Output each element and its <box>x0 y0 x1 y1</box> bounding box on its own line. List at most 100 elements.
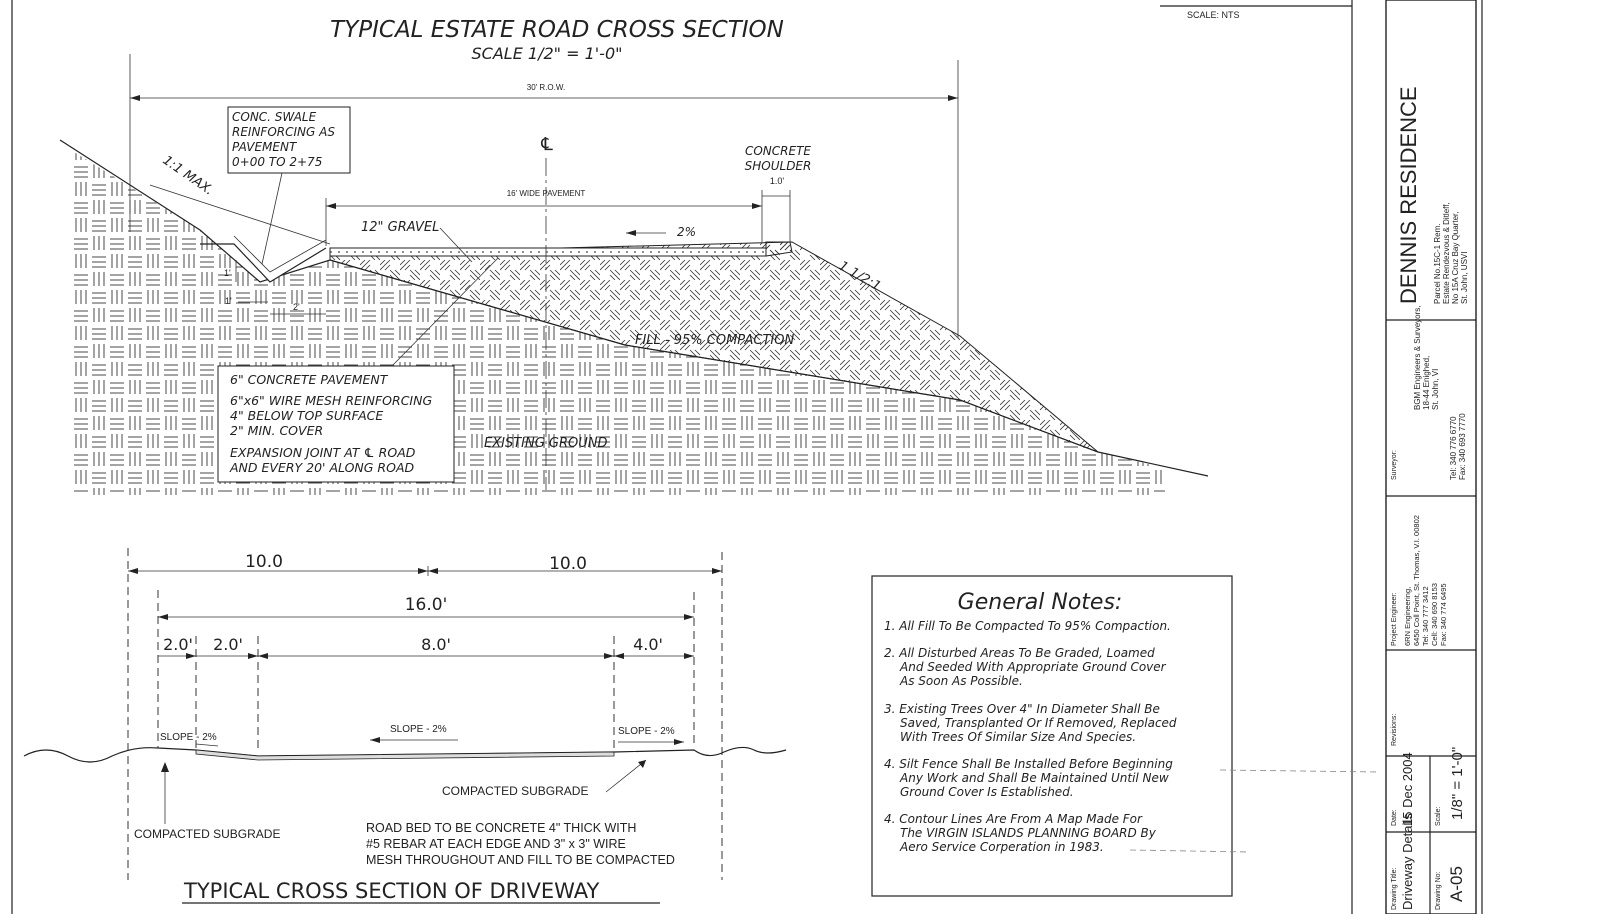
project-name: DENNIS RESIDENCE <box>1396 86 1421 304</box>
gravel-label: 12" GRAVEL <box>361 220 439 235</box>
scale-nts: SCALE: NTS <box>1187 10 1240 20</box>
general-notes-title: General Notes: <box>958 590 1123 615</box>
dw-slope-1: SLOPE - 2% <box>160 732 217 743</box>
swale-leader <box>261 172 283 265</box>
dw-arr-1 <box>128 568 138 574</box>
parcel-3: No 15A Cruz Bay Quarter, <box>1451 212 1460 305</box>
pav-note-5: EXPANSION JOINT AT ℄ ROAD <box>230 445 416 460</box>
pav-note-2: 6"x6" WIRE MESH REINFORCING <box>230 393 432 408</box>
gn-3c: With Trees Of Similar Size And Species. <box>900 730 1136 744</box>
dw-arr-16-r <box>684 614 694 620</box>
shoulder-width: 1.0' <box>770 176 785 186</box>
concrete-shoulder <box>765 241 793 257</box>
dw-slope-3-head <box>674 739 684 745</box>
row-label: 30' R.O.W. <box>527 83 565 92</box>
dw-part-3: 8.0' <box>421 635 451 654</box>
arrow-right <box>948 95 958 101</box>
dw-dim-16-label: 16.0' <box>405 595 448 615</box>
cross-slope: 2% <box>677 225 696 239</box>
shoulder-label-2: SHOULDER <box>745 159 812 173</box>
dw-arr-3 <box>428 568 438 574</box>
dw-arr-p6 <box>684 653 694 659</box>
gn-5c: Aero Service Corperation in 1983. <box>899 840 1104 854</box>
drawing-no-label: Drawing No: <box>1435 871 1442 910</box>
dw-dim-10-right: 10.0 <box>549 554 587 574</box>
dw-part-4: 4.0' <box>633 635 663 654</box>
shoulder-label-1: CONCRETE <box>745 144 811 158</box>
engineer-3: Tel: 340 777 3412 <box>1421 586 1430 646</box>
gn-5b: The VIRGIN ISLANDS PLANNING BOARD By <box>900 826 1157 840</box>
driveway-title: TYPICAL CROSS SECTION OF DRIVEWAY <box>183 879 599 903</box>
engineer-details: 6RN Engineering, 6450 Coll Point, St. Th… <box>1403 515 1448 646</box>
surveyor-group: Surveyor: <box>1391 450 1398 480</box>
parcel-4: St. John, USVI <box>1460 252 1469 304</box>
dw-dim-10-left: 10.0 <box>245 552 283 572</box>
contour-dash-2 <box>1129 849 1251 853</box>
parcel-group: Parcel No.15C-1 Rem. Estate Rendezvous &… <box>1433 202 1469 304</box>
drawing-no-group: Drawing No: A-05 <box>1435 866 1466 910</box>
engineer-4: Cell: 340 690 8153 <box>1430 583 1439 646</box>
title-block <box>1385 0 1477 914</box>
general-notes-box <box>871 575 1233 897</box>
date-value: 15 Dec 2004 <box>1400 752 1415 826</box>
pavement-leader <box>391 257 499 367</box>
gn-4b: Any Work and Shall Be Maintained Until N… <box>899 771 1169 785</box>
surveyor-details: BGM Engineers & Surveyors, 18-44 Enighed… <box>1413 306 1467 480</box>
dw-slope-2-head <box>370 737 380 743</box>
swale-note-1: CONC. SWALE <box>232 110 317 124</box>
dw-slope-2: SLOPE - 2% <box>390 724 447 735</box>
surveyor-2: 18-44 Enighed, <box>1422 356 1431 410</box>
dw-arr-16-l <box>158 614 168 620</box>
surveyor-1: BGM Engineers & Surveyors, <box>1413 306 1422 410</box>
date-label: Date: <box>1391 809 1398 826</box>
parcel-1: Parcel No.15C-1 Rem. <box>1433 224 1442 304</box>
fill-label: FILL - 95% COMPACTION <box>635 333 794 348</box>
drawing-title-group: Drawing Title: Driveway Details <box>1391 813 1415 910</box>
existing-ground-label: EXISTING GROUND <box>484 436 608 451</box>
gn-2b: And Seeded With Appropriate Ground Cover <box>899 660 1167 674</box>
pav-note-3: 4" BELOW TOP SURFACE <box>230 408 383 423</box>
pav-arrow-r <box>752 203 762 209</box>
dw-arr-4 <box>712 568 722 574</box>
estate-road-title: TYPICAL ESTATE ROAD CROSS SECTION <box>330 17 784 43</box>
pav-note-1: 6" CONCRETE PAVEMENT <box>230 372 389 387</box>
drawing-title: Driveway Details <box>1400 813 1415 910</box>
swale-note-2: REINFORCING AS <box>232 125 335 139</box>
slope-left-label: 1:1 MAX. <box>160 153 216 199</box>
drawing-title-label: Drawing Title: <box>1391 868 1398 910</box>
dw-arr-p5 <box>614 653 624 659</box>
parcel-2: Estate Rendezvous & Ditleff, <box>1442 202 1451 304</box>
drawing-no: A-05 <box>1447 866 1466 902</box>
dw-note-3: MESH THROUGHOUT AND FILL TO BE COMPACTED <box>366 853 675 867</box>
estate-road-scale: SCALE 1/2" = 1'-0" <box>472 44 623 63</box>
gn-5a: 4. Contour Lines Are From A Map Made For <box>884 812 1143 826</box>
swale-dim-3: 2' <box>293 302 300 312</box>
dw-arr-p3 <box>258 653 268 659</box>
dw-arr-p1 <box>186 653 196 659</box>
surveyor-label: Surveyor: <box>1391 450 1398 480</box>
gn-4c: Ground Cover Is Established. <box>900 785 1074 799</box>
dw-note-1: ROAD BED TO BE CONCRETE 4" THICK WITH <box>366 821 636 835</box>
pavement-width: 16' WIDE PAVEMENT <box>507 189 586 198</box>
pavement-note-box <box>217 365 455 483</box>
contour-dash-1 <box>1219 769 1381 773</box>
tb-scale-value: 1/8" = 1'-0" <box>1449 747 1466 820</box>
pav-arrow-l <box>326 203 336 209</box>
gn-2c: As Soon As Possible. <box>899 674 1023 688</box>
gn-4a: 4. Silt Fence Shall Be Installed Before … <box>884 757 1173 771</box>
gn-3b: Saved, Transplanted Or If Removed, Repla… <box>900 716 1177 730</box>
dw-arr-2 <box>418 568 428 574</box>
engineer-2: 6450 Coll Point, St. Thomas, V.I. 00802 <box>1412 515 1421 646</box>
dw-note-2: #5 REBAR AT EACH EDGE AND 3" x 3" WIRE <box>366 837 626 851</box>
driveway-slab <box>195 749 615 761</box>
swale <box>200 243 327 283</box>
swale-note-3: PAVEMENT <box>232 140 298 154</box>
surveyor-3: St. John, VI <box>1431 369 1440 410</box>
dw-part-1: 2.0' <box>163 635 193 654</box>
dw-arr-p4 <box>604 653 614 659</box>
pav-note-4: 2" MIN. COVER <box>230 423 323 438</box>
tb-scale-label: Scale: <box>1435 806 1442 826</box>
surveyor-5: Tel: 340 776 6770 <box>1449 416 1458 480</box>
engineer-1: 6RN Engineering, <box>1403 587 1412 646</box>
swale-dim-2: 1' <box>225 296 232 306</box>
